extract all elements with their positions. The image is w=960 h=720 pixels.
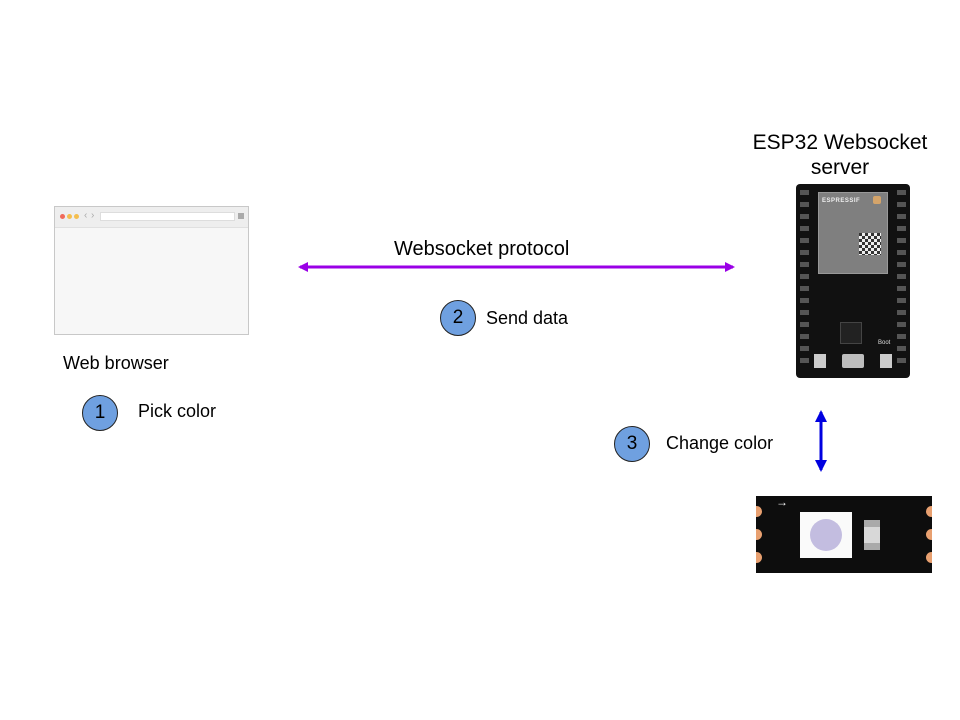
web-browser-window: ‹ › [54, 206, 249, 335]
step-2-label: Send data [486, 308, 569, 328]
step-1-label: Pick color [138, 401, 217, 421]
web-browser-label: Web browser [63, 353, 169, 373]
rgb-led-package [800, 512, 852, 558]
led-strip: → [756, 496, 932, 573]
server-title: ESP32 Websocket server [752, 131, 928, 180]
antenna-pad [873, 196, 881, 204]
micro-usb-port [842, 354, 864, 368]
boot-button [880, 354, 892, 368]
pin-pad [926, 529, 932, 540]
step-1-badge: 1 [82, 395, 118, 431]
address-bar [100, 212, 235, 221]
esp32-board: ESPRESSIF Boot [796, 184, 910, 378]
maximize-dot-icon [74, 214, 79, 219]
pin-header-right [897, 190, 906, 370]
pin-pad [926, 552, 932, 563]
usb-uart-chip [840, 322, 862, 344]
step-2-badge: 2 [440, 300, 476, 336]
pin-pad [926, 506, 932, 517]
pin-header-left [800, 190, 809, 370]
pin-pad [756, 552, 762, 563]
back-arrow-icon: ‹ [84, 210, 88, 221]
qr-code-icon [859, 233, 881, 255]
rgb-led-lens [810, 519, 842, 551]
boot-label: Boot [878, 340, 891, 346]
pin-pad [756, 506, 762, 517]
en-button [814, 354, 826, 368]
browser-toolbar: ‹ › [55, 207, 248, 228]
close-dot-icon [60, 214, 65, 219]
chip-brand-text: ESPRESSIF [822, 198, 861, 204]
pin-pad [756, 529, 762, 540]
protocol-label: Websocket protocol [394, 238, 570, 260]
menu-icon [238, 213, 244, 219]
forward-arrow-icon: › [91, 210, 95, 221]
direction-arrow-icon: → [776, 496, 788, 509]
step-3-badge: 3 [614, 426, 650, 462]
step-3-label: Change color [666, 433, 774, 453]
minimize-dot-icon [67, 214, 72, 219]
wifi-module-shield: ESPRESSIF [818, 192, 888, 274]
capacitor [864, 520, 880, 550]
